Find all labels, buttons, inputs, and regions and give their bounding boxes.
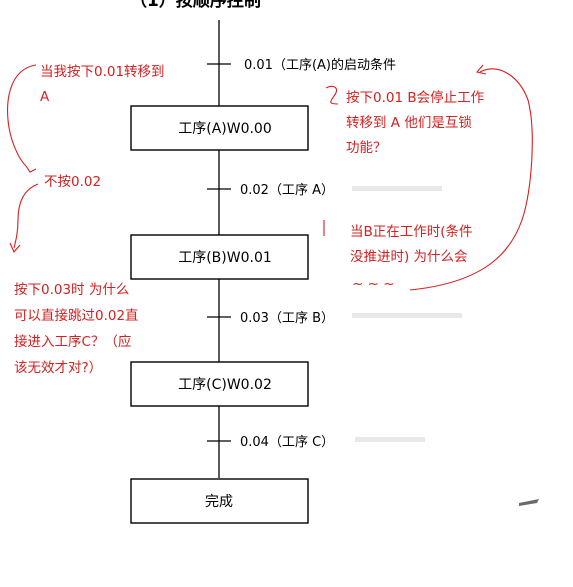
condition-label-1: 0.01（工序(A)的启动条件 — [244, 57, 396, 73]
step-label-a: 工序(A)W0.00 — [178, 121, 272, 137]
right-top-hook — [325, 85, 339, 105]
annotation-right-top-line1: 按下0.01 B会停止工作 — [346, 89, 484, 106]
step-box-c — [130, 361, 309, 407]
condition-label-3: 0.03（工序 B） — [240, 311, 334, 326]
step-label-done: 完成 — [205, 494, 233, 510]
annotation-left-bottom-line4: 该无效才对?） — [14, 360, 102, 376]
annotation-left-top-line2: A — [40, 89, 50, 105]
right-big-curve — [409, 68, 533, 291]
left-mid-arrow-head — [9, 242, 21, 254]
erased-text-smudges — [352, 186, 462, 442]
annotation-left-top-line1: 当我按下0.01转移到 — [40, 64, 165, 80]
annotation-right-mid-line3: ~ ~ ~ — [352, 276, 395, 292]
dash-mark — [519, 499, 539, 506]
left-top-bracket — [7, 64, 37, 167]
step-box-a — [130, 105, 309, 151]
left-mid-bracket — [13, 183, 39, 249]
annotation-left-bottom-line3: 接进入工序C？（应 — [14, 333, 131, 350]
step-box-done — [130, 478, 309, 524]
annotation-right-top-line2: 转移到 A 他们是互锁 — [346, 115, 472, 131]
step-label-c: 工序(C)W0.02 — [178, 377, 272, 393]
annotation-right-mid-line2: 没推进时) 为什么会 — [350, 249, 468, 265]
annotation-left-bottom-line1: 按下0.03时 为什么 — [14, 282, 129, 298]
condition-label-2: 0.02（工序 A） — [240, 183, 334, 198]
annotation-right-top-line3: 功能？ — [346, 140, 387, 156]
diagram-title: （1）按顺序控制 — [130, 0, 261, 11]
left-top-arrow-head — [25, 165, 37, 173]
step-label-b: 工序(B)W0.01 — [178, 250, 272, 266]
right-arrow-head — [475, 64, 487, 75]
annotation-right-mid-line1: 当B正在工作时(条件 — [350, 223, 473, 240]
condition-label-4: 0.04（工序 C） — [240, 435, 334, 450]
annotation-left-mid: 不按0.02 — [44, 174, 101, 190]
annotation-left-bottom-line2: 可以直接跳过0.02直 — [14, 307, 139, 324]
step-box-b — [130, 234, 309, 280]
